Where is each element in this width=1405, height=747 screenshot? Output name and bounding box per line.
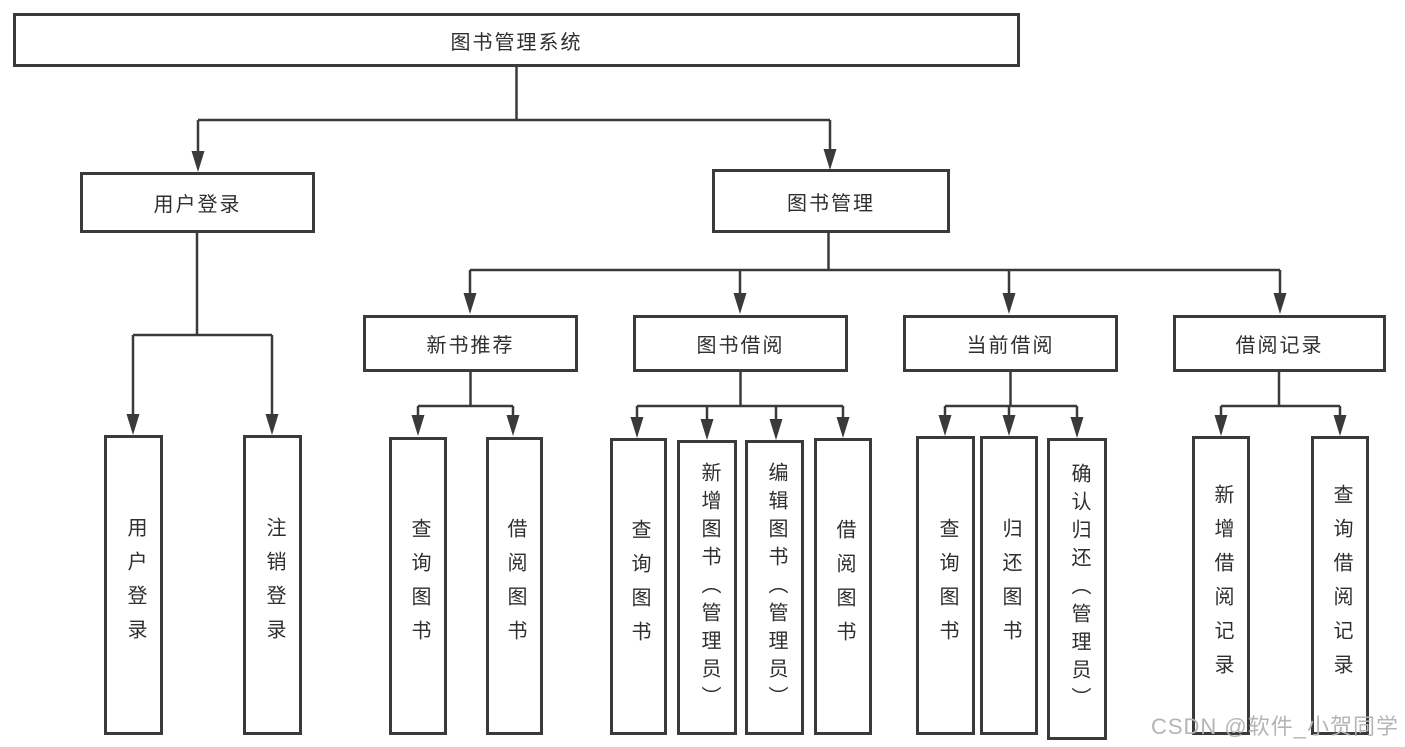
- node-book-management: 图书管理: [712, 169, 950, 233]
- node-book-borrow: 图书借阅: [633, 315, 848, 372]
- node-current-borrow: 当前借阅: [903, 315, 1118, 372]
- leaf-logout: 注销登录: [243, 435, 302, 735]
- connector-currentborrow-to-leaves: [943, 372, 1079, 424]
- connector-bookborrow-to-leaves: [635, 372, 845, 426]
- node-root: 图书管理系统: [13, 13, 1020, 67]
- leaf-borrow-borrow-books: 借阅图书: [814, 438, 872, 735]
- leaf-records-add-record: 新增借阅记录: [1192, 436, 1250, 735]
- connector-bookmgmt-to-level3: [468, 233, 1282, 301]
- leaf-current-return-books: 归还图书: [980, 436, 1038, 735]
- connector-newbooks-to-leaves: [416, 372, 515, 423]
- csdn-watermark: CSDN @软件_小贺同学: [1150, 714, 1399, 739]
- connector-root-to-level2: [196, 67, 832, 158]
- leaf-borrow-query-books: 查询图书: [610, 438, 667, 735]
- leaf-newbooks-borrow-books: 借阅图书: [486, 437, 543, 735]
- leaf-borrow-add-books-admin: 新增图书（管理员）: [677, 440, 737, 735]
- node-user-login: 用户登录: [80, 172, 315, 233]
- leaf-borrow-edit-books-admin: 编辑图书（管理员）: [745, 440, 804, 735]
- node-borrow-records: 借阅记录: [1173, 315, 1386, 372]
- arrowheads: [126, 149, 1347, 440]
- connector-userlogin-to-leaves: [131, 233, 274, 421]
- leaf-newbooks-query-books: 查询图书: [389, 437, 447, 735]
- leaf-records-query-record: 查询借阅记录: [1311, 436, 1369, 735]
- leaf-current-query-books: 查询图书: [916, 436, 975, 735]
- leaf-user-login: 用户登录: [104, 435, 163, 735]
- leaf-current-confirm-return-admin: 确认归还（管理员）: [1047, 438, 1107, 740]
- node-new-book-recommend: 新书推荐: [363, 315, 578, 372]
- connector-records-to-leaves: [1219, 372, 1342, 423]
